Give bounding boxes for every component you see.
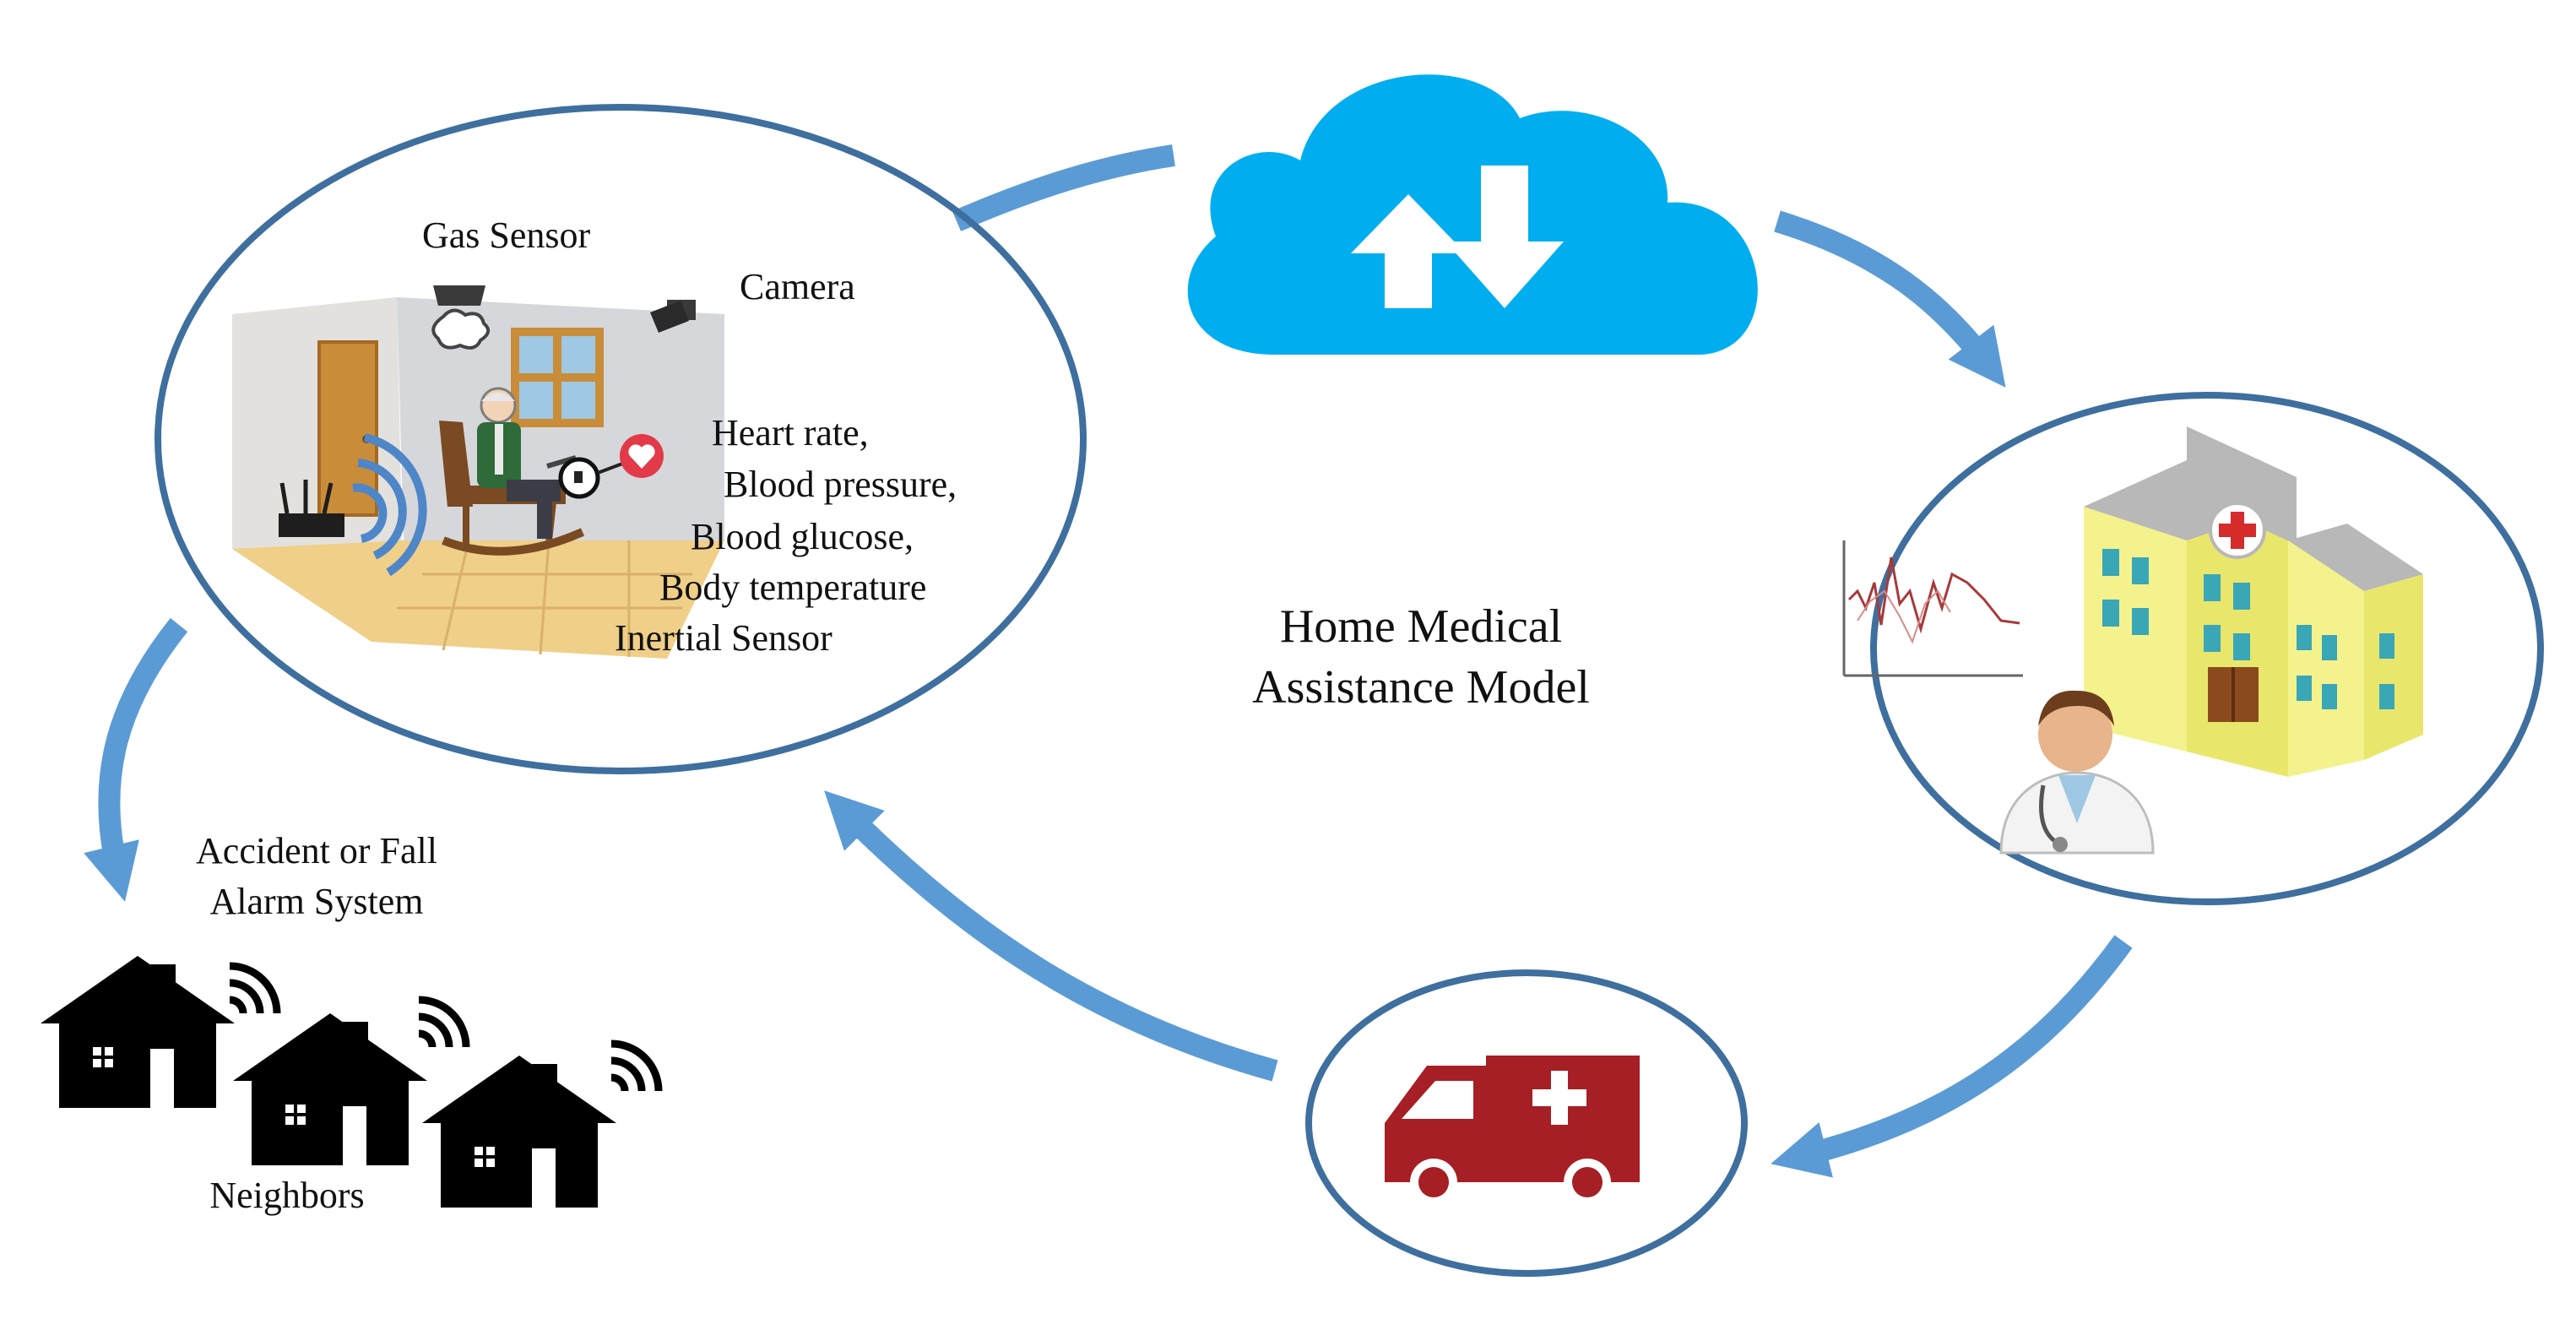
cloud-upload-download-icon xyxy=(1187,74,1758,356)
doctor-icon xyxy=(1999,690,2155,855)
body-temperature-label: Body temperature xyxy=(659,567,926,608)
hospital-icon xyxy=(2084,426,2423,777)
gas-sensor-icon xyxy=(431,285,491,350)
arrow-cloud-to-hospital xyxy=(1774,210,2006,388)
elderly-person-icon xyxy=(439,387,585,556)
camera-label: Camera xyxy=(740,266,855,307)
arrow-home-to-cloud xyxy=(952,144,1175,231)
neighbor-houses xyxy=(41,956,663,1208)
house-icon xyxy=(422,1056,616,1208)
arrow-ambulance-to-home xyxy=(824,790,1278,1082)
flow-arrows xyxy=(84,144,2133,1178)
wifi-icon xyxy=(610,1039,663,1092)
heart-monitor-icon xyxy=(546,434,664,499)
house-icon xyxy=(233,1013,427,1165)
diagram-title-line1: Home Medical xyxy=(1280,600,1562,653)
alarm-label-line1: Accident or Fall xyxy=(196,830,437,871)
alarm-label-line2: Alarm System xyxy=(210,881,424,922)
diagram-title-line2: Assistance Model xyxy=(1252,661,1590,714)
blood-pressure-label: Blood pressure, xyxy=(724,464,957,505)
wifi-icon xyxy=(229,962,281,1014)
inertial-sensor-label: Inertial Sensor xyxy=(615,617,832,659)
blood-glucose-label: Blood glucose, xyxy=(691,516,914,557)
wifi-icon xyxy=(418,996,470,1048)
camera-icon xyxy=(650,300,696,333)
neighbors-label: Neighbors xyxy=(209,1175,364,1216)
router-icon xyxy=(279,480,344,537)
arrow-hospital-to-ambulance xyxy=(1771,935,2133,1178)
ambulance-ring xyxy=(1305,969,1748,1277)
home-room-illustration xyxy=(232,285,724,659)
heart-rate-label: Heart rate, xyxy=(712,412,869,453)
house-icon xyxy=(41,956,235,1108)
ecg-chart-icon xyxy=(1842,540,2023,677)
arrow-home-to-neighbors xyxy=(84,617,188,902)
hospital-ring xyxy=(1870,392,2544,905)
home-ring xyxy=(155,104,1087,774)
gas-sensor-label: Gas Sensor xyxy=(422,214,591,256)
room-wifi-icon xyxy=(352,433,427,577)
ambulance-icon xyxy=(1385,1056,1640,1206)
